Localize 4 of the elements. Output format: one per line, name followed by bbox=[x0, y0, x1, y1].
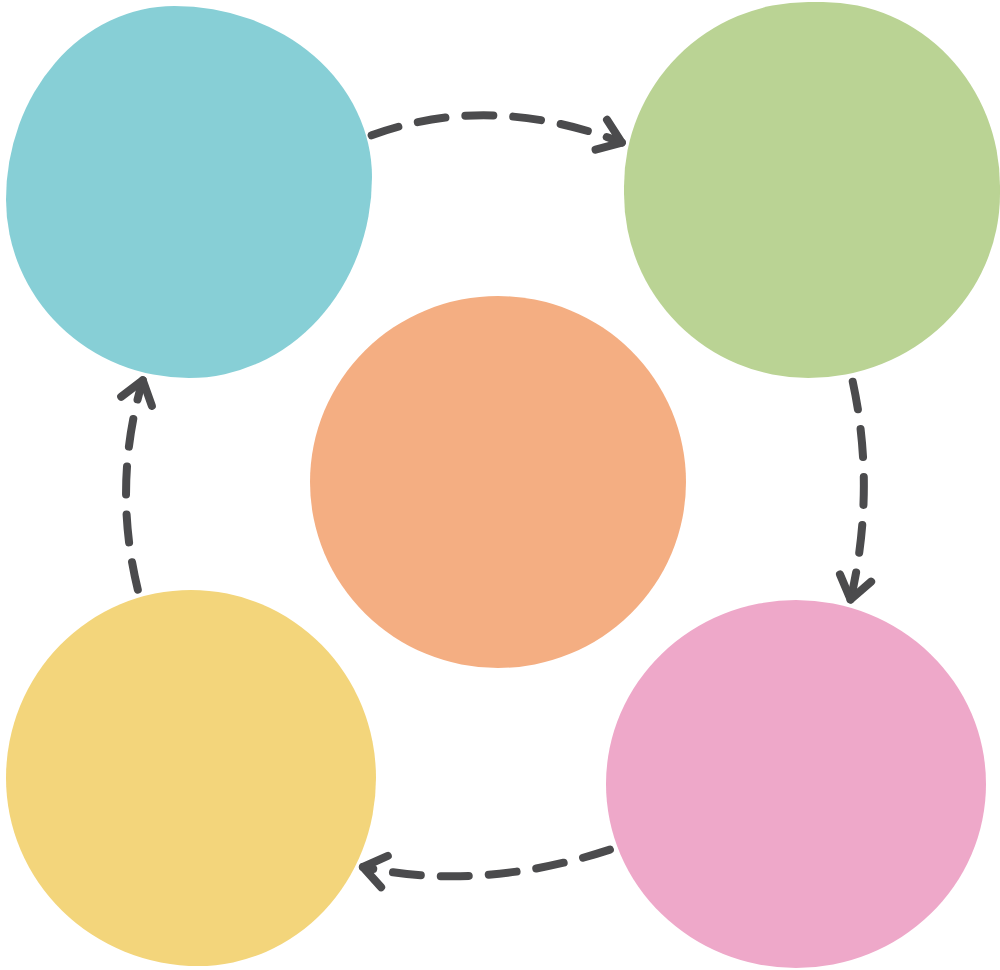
dashed-arrow bbox=[835, 377, 875, 604]
dashed-arrow bbox=[367, 111, 626, 155]
dashed-arrow bbox=[117, 376, 157, 594]
dashed-arrow bbox=[358, 845, 614, 891]
